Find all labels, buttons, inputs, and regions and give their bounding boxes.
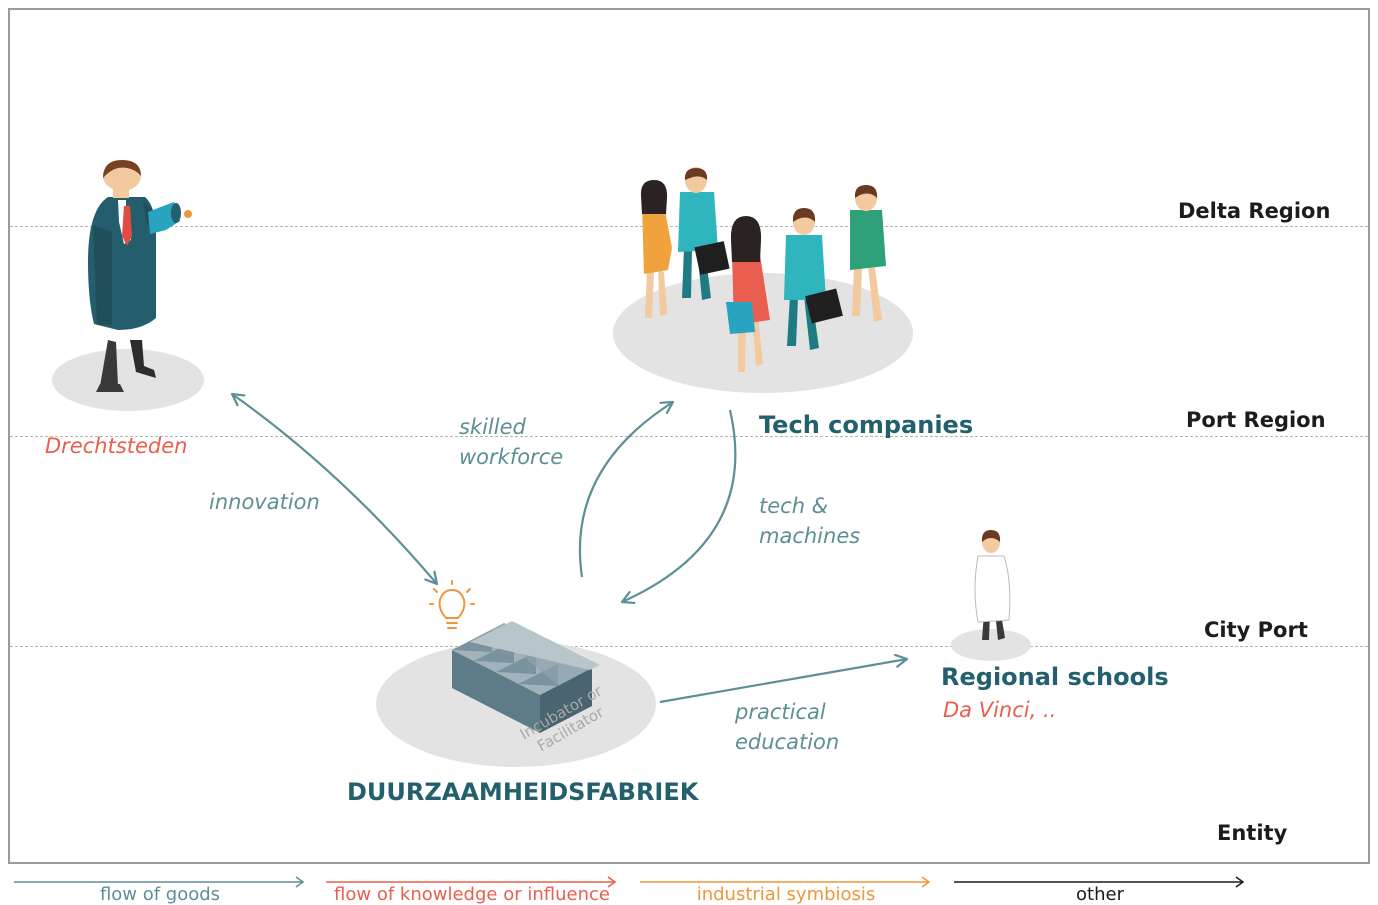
level-entity: Entity [1217, 821, 1288, 845]
doctor-icon [974, 530, 1011, 640]
tech-machines-label: tech &machines [759, 494, 861, 548]
megaphone-man-icon [88, 160, 192, 392]
legend-line-symbiosis [640, 876, 931, 888]
regional-schools-title: Regional schools [941, 663, 1169, 691]
city-port-line [10, 646, 1368, 647]
level-city-port: City Port [1204, 618, 1308, 642]
legend-line-goods [14, 876, 305, 888]
schools-ground [951, 629, 1031, 661]
factory-icon [452, 621, 600, 733]
legend-line-other [954, 876, 1245, 888]
legend-industrial-symbiosis: industrial symbiosis [640, 872, 932, 905]
practical-education-arrow [659, 659, 907, 704]
legend-other: other [954, 872, 1246, 905]
duurzaamheidsfabriek-title: DUURZAAMHEIDSFABRIEK [347, 778, 699, 806]
innovation-arrow [232, 394, 437, 584]
people-group-icon [640, 167, 886, 372]
regional-schools-subtitle: Da Vinci, .. [943, 698, 1057, 722]
level-delta-region: Delta Region [1178, 199, 1331, 223]
drechtsteden-ground [52, 349, 204, 411]
tech-machines-arrow [622, 409, 737, 602]
diagram-frame [8, 8, 1370, 864]
drechtsteden-label: Drechtsteden [45, 434, 188, 458]
legend-flow-of-goods: flow of goods [14, 872, 306, 905]
skilled-workforce-arrow [578, 402, 673, 578]
lightbulb-icon [429, 580, 475, 629]
level-port-region: Port Region [1186, 408, 1326, 432]
legend-line-knowledge [326, 876, 617, 888]
innovation-label: innovation [209, 490, 320, 514]
legend-flow-of-knowledge: flow of knowledge or influence [326, 872, 618, 905]
tech-companies-title: Tech companies [759, 411, 974, 439]
port-region-line [10, 436, 1368, 437]
